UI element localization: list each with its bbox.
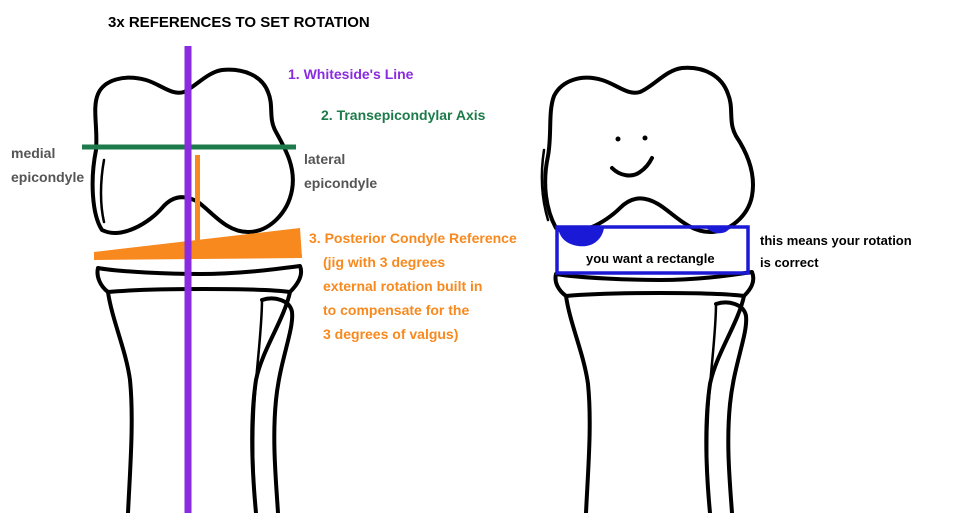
left-knee-bones xyxy=(90,67,303,513)
right-knee-bones xyxy=(540,65,756,513)
left-tibia-plateau xyxy=(95,264,303,294)
smiley-left-eye xyxy=(615,136,621,142)
pcr-line-2: (jig with 3 degrees xyxy=(323,254,446,270)
whitesides-line-label: 1. Whiteside's Line xyxy=(288,66,414,82)
pcr-line-4: to compensate for the xyxy=(323,302,470,318)
left-femur-inner-line xyxy=(99,158,106,224)
smiley-mouth xyxy=(610,156,654,178)
left-tibia-shaft-right xyxy=(250,290,292,513)
diagram-title: 3x REFERENCES TO SET ROTATION xyxy=(108,14,370,31)
pcr-line-1: 3. Posterior Condyle Reference xyxy=(309,230,517,246)
transepicondylar-axis-label: 2. Transepicondylar Axis xyxy=(321,107,486,123)
right-femur-outline xyxy=(543,65,755,234)
left-fibula xyxy=(260,296,295,513)
medial-epicondyle-line-2: epicondyle xyxy=(11,169,85,185)
left-femur-outline xyxy=(90,67,295,235)
lateral-condyle-fill xyxy=(706,228,730,234)
rectangle-label: you want a rectangle xyxy=(586,251,715,266)
lateral-epicondyle-line-2: epicondyle xyxy=(304,175,378,191)
right-tibia-shaft xyxy=(564,294,592,513)
right-fibula-inner xyxy=(705,302,718,513)
lateral-epicondyle-line-1: lateral xyxy=(304,151,346,167)
left-tibia-shaft xyxy=(106,290,134,513)
lateral-epicondyle-label: lateral epicondyle xyxy=(304,147,377,195)
medial-epicondyle-line-1: medial xyxy=(11,145,56,161)
posterior-condyle-marker xyxy=(195,155,200,243)
rotation-rectangle xyxy=(555,225,750,275)
right-fibula xyxy=(714,300,749,513)
pcr-line-3: external rotation built in xyxy=(323,278,483,294)
rotation-correct-line-1: this means your rotation xyxy=(760,233,912,248)
rotation-correct-label: this means your rotation is correct xyxy=(760,230,912,274)
posterior-condyle-wedge xyxy=(94,228,302,260)
pcr-line-5: 3 degrees of valgus) xyxy=(323,326,459,342)
left-fibula-inner xyxy=(251,298,264,513)
medial-epicondyle-label: medial epicondyle xyxy=(11,141,84,189)
right-tibia-shaft-right xyxy=(704,294,746,513)
right-femur-inner-line xyxy=(540,148,550,222)
medial-condyle-fill xyxy=(558,228,604,247)
posterior-condyle-reference-label: 3. Posterior Condyle Reference (jig with… xyxy=(309,226,517,346)
smiley-right-eye xyxy=(642,135,648,141)
right-tibia-plateau xyxy=(553,270,756,298)
rotation-correct-line-2: is correct xyxy=(760,255,819,270)
posterior-condyle-wedge-edge xyxy=(93,254,303,260)
smiley-face xyxy=(610,135,654,178)
